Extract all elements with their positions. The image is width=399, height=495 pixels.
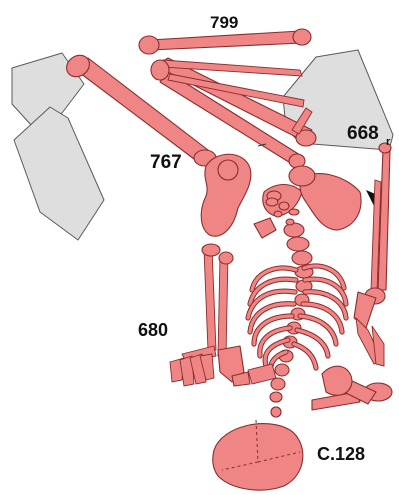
bone-680-forearm-hand <box>170 244 250 386</box>
pelvis-right <box>263 166 380 230</box>
bone-767-os-coxae <box>201 154 251 236</box>
label-799: 799 <box>210 13 238 32</box>
label-c128: C.128 <box>317 444 365 464</box>
stone-left-tall <box>14 107 104 240</box>
label-668: 668 <box>347 123 379 144</box>
label-668-suffix: r <box>386 136 391 148</box>
skull-c128 <box>213 407 303 490</box>
bone-799-humerus <box>139 29 311 54</box>
lower-right-bones <box>248 364 352 395</box>
label-680: 680 <box>138 320 168 340</box>
label-767: 767 <box>150 152 182 173</box>
